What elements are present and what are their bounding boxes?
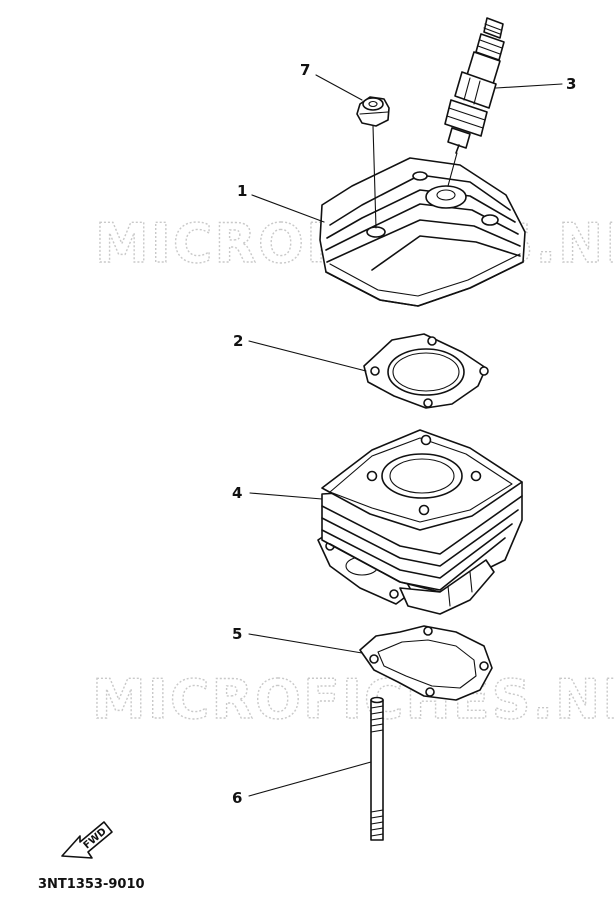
leader-line-5 [248,633,363,654]
cylinder-part [317,429,523,615]
nut-alignment-line [372,125,377,229]
watermark-bottom: MICROFICHES.NET [92,668,614,731]
callout-1: 1 [237,182,247,200]
callout-6: 6 [232,789,242,807]
leader-line-3 [495,83,563,89]
fwd-arrow-icon: FWD [61,821,113,859]
stud-bolt-part [370,696,384,841]
diagram-code: 3NT1353-9010 [38,877,145,892]
nut-part [356,96,390,127]
callout-2: 2 [233,332,243,350]
leader-line-6 [248,761,372,797]
leader-line-1 [251,194,325,223]
callout-5: 5 [232,625,242,643]
callout-4: 4 [232,484,242,502]
callout-7: 7 [300,61,310,79]
cylinder-head-part [319,157,526,307]
plug-alignment-line [447,152,458,187]
head-gasket-part [363,333,489,409]
base-gasket-part [359,625,493,701]
leader-line-7 [315,74,363,101]
spark-plug-part [444,17,505,154]
leader-line-2 [248,340,367,372]
leader-line-4 [249,492,323,500]
callout-3: 3 [566,75,576,93]
